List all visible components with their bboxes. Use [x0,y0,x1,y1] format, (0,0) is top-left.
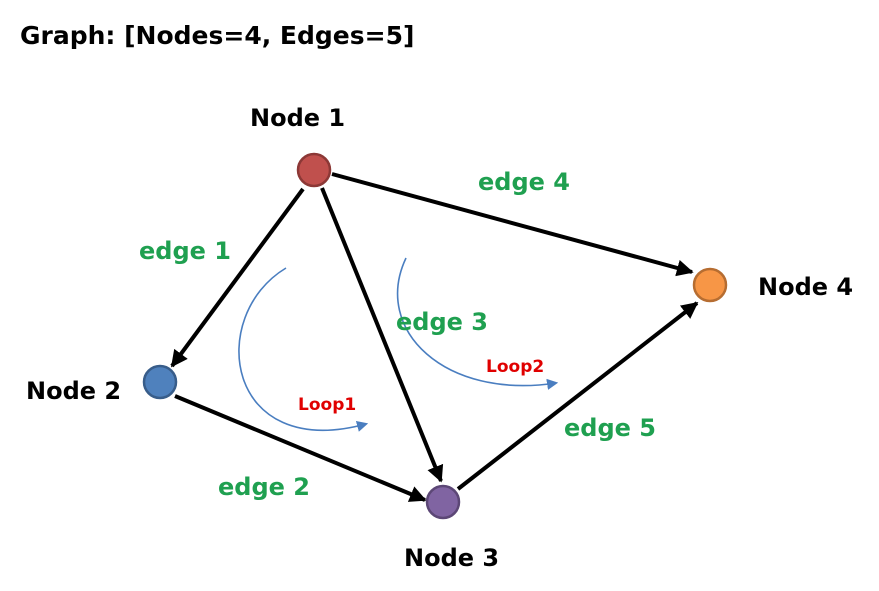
loop-2-arrow [396,257,559,390]
edge-1-label: edge 1 [139,237,231,265]
loop-1-arrow [238,267,369,432]
edge-3-line [320,187,444,483]
graph-title: Graph: [Nodes=4, Edges=5] [20,21,414,50]
node-1-circle[interactable] [296,152,332,188]
loop-labels: Loop1 Loop2 [298,357,544,415]
node-2-circle[interactable] [142,364,178,400]
edge-5-label: edge 5 [564,414,656,442]
edge-2-label: edge 2 [218,473,310,501]
node-3-circle[interactable] [425,484,461,520]
edge-1-line [170,187,305,368]
edge-3-label: edge 3 [396,308,488,336]
node-labels: Node 1 Node 2 Node 3 Node 4 [26,104,853,572]
edge-2-line [174,394,427,502]
edge-labels: edge 1 edge 2 edge 3 edge 4 edge 5 [139,168,656,501]
node-1-label: Node 1 [250,104,345,132]
node-3-label: Node 3 [404,544,499,572]
nodes [142,152,728,520]
edge-5-line [456,301,699,491]
edges [170,172,699,502]
edge-4-line [331,172,694,277]
edge-4-label: edge 4 [478,168,570,196]
loop-2-label: Loop2 [486,357,544,377]
node-4-label: Node 4 [758,273,853,301]
node-4-circle[interactable] [692,267,728,303]
loops [238,257,559,432]
node-2-label: Node 2 [26,377,121,405]
loop-1-label: Loop1 [298,395,356,415]
